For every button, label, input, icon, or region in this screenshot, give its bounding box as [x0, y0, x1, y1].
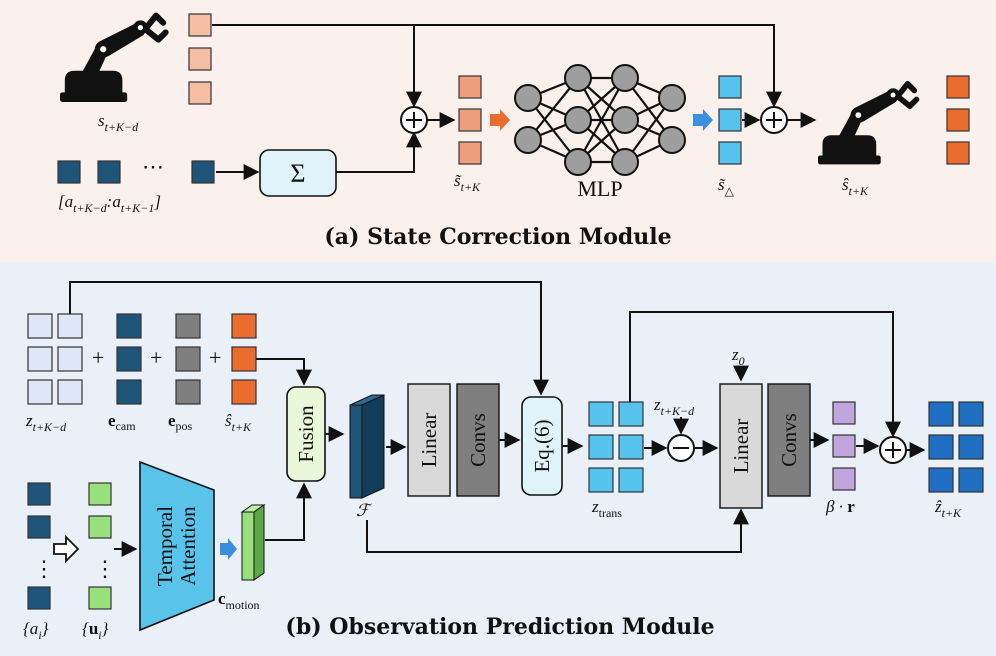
state-vector-prev — [188, 13, 212, 105]
e-cam-label: ecam — [108, 411, 136, 433]
action-set-vector — [27, 482, 51, 610]
s-hat-label-b: ŝt+K — [225, 411, 252, 434]
svg-text:Linear: Linear — [417, 413, 441, 468]
e-cam-vector — [116, 313, 142, 405]
state-prev-label: st+K−d — [98, 111, 139, 134]
e-pos-vector — [175, 313, 201, 405]
plus-circle-icon — [879, 436, 907, 464]
ztrans-skip-arrow — [629, 311, 901, 438]
s-hat-vector-b — [231, 313, 257, 405]
sum-module: Σ — [259, 149, 337, 197]
mlp-edge — [577, 77, 626, 163]
plus-circle-icon — [400, 106, 428, 134]
vdots: ⋮ — [33, 556, 55, 581]
svg-text:Attention: Attention — [176, 506, 200, 586]
z-prev-to-eq6-arrow — [69, 281, 549, 396]
feature-map-block — [349, 394, 385, 499]
svg-text:Temporal: Temporal — [153, 506, 177, 586]
svg-text:Linear: Linear — [729, 419, 753, 474]
z-trans-grid — [588, 401, 644, 493]
temporal-attention-module: Temporal Attention — [139, 460, 215, 632]
eq6-module: Eq.(6) — [521, 396, 563, 496]
blue-flow-arrow — [220, 538, 237, 560]
beta-r-vector — [832, 401, 856, 491]
mlp-node — [611, 106, 639, 134]
panel-a-background — [0, 0, 996, 262]
mlp-node — [514, 126, 542, 154]
state-hat-label: ŝt+K — [842, 175, 869, 198]
fusion-label: Fusion — [294, 405, 318, 463]
beta-r-label: β · r — [825, 497, 855, 516]
state-tilde-label: s̃t+K — [454, 171, 481, 194]
mlp-node — [514, 84, 542, 112]
convs-module-1: Convs — [456, 383, 500, 497]
state-delta-label: s̃△ — [718, 175, 735, 198]
plus-sign: + — [150, 345, 162, 370]
state-skip-arrow — [414, 24, 782, 108]
vdots: ⋮ — [94, 556, 116, 581]
panel-b-caption: (b) Observation Prediction Module — [285, 614, 714, 640]
c-motion-label: cmotion — [218, 589, 260, 612]
mlp-node — [564, 64, 592, 92]
mlp-node — [611, 64, 639, 92]
linear-module-1: Linear — [407, 383, 451, 497]
z-hat-grid — [928, 401, 984, 493]
z-hat-label: ẑt+K — [934, 497, 962, 520]
orange-flow-arrow — [490, 109, 510, 131]
mlp-label: MLP — [577, 176, 622, 201]
state-delta-vector — [718, 75, 742, 165]
u-set-label: {ui} — [82, 619, 109, 642]
mlp-node — [658, 126, 686, 154]
state-tilde-vector — [458, 75, 482, 165]
z-trans-label: ztrans — [591, 497, 622, 520]
svg-text:Convs: Convs — [466, 413, 490, 467]
state-hat-vector — [946, 75, 970, 165]
panel-a-caption: (a) State Correction Module — [324, 224, 671, 250]
state-to-fusion-arrow — [256, 358, 312, 386]
actions-ellipsis: ⋯ — [142, 154, 164, 179]
e-pos-label: epos — [168, 411, 193, 433]
z-sub-input-label: zt+K−d — [653, 395, 695, 418]
mlp-node — [564, 106, 592, 134]
plus-circle-icon — [760, 106, 788, 134]
z-prev-label: zt+K−d — [25, 411, 67, 434]
mlp-node — [658, 84, 686, 112]
mlp-node — [564, 148, 592, 176]
sum-icon: Σ — [290, 159, 305, 188]
action-sequence — [57, 160, 215, 184]
z-prev-grid — [27, 313, 83, 405]
z0-label: z0 — [731, 345, 745, 368]
mlp-node — [611, 148, 639, 176]
hollow-arrow-icon — [53, 534, 80, 564]
c-motion-block — [240, 504, 266, 581]
u-set-vector — [88, 482, 112, 610]
svg-text:Convs: Convs — [777, 413, 801, 467]
feature-to-linear2-arrow — [366, 508, 749, 553]
minus-circle-icon — [667, 434, 695, 462]
linear-module-2: Linear — [719, 383, 763, 509]
plus-sign: + — [209, 345, 221, 370]
actions-label: [at+K−d:at+K−1] — [58, 192, 161, 215]
convs-module-2: Convs — [767, 383, 811, 497]
feature-label: ℱ — [356, 501, 373, 520]
sum-to-plus-arrow — [336, 131, 422, 173]
blue-flow-arrow — [693, 109, 713, 131]
fusion-module: Fusion — [286, 386, 326, 482]
a-set-label: {ai} — [23, 619, 49, 642]
svg-text:Eq.(6): Eq.(6) — [530, 419, 554, 472]
neural-network-icon — [514, 64, 686, 176]
plus-sign: + — [92, 345, 104, 370]
cmotion-to-fusion-arrow — [265, 482, 312, 541]
